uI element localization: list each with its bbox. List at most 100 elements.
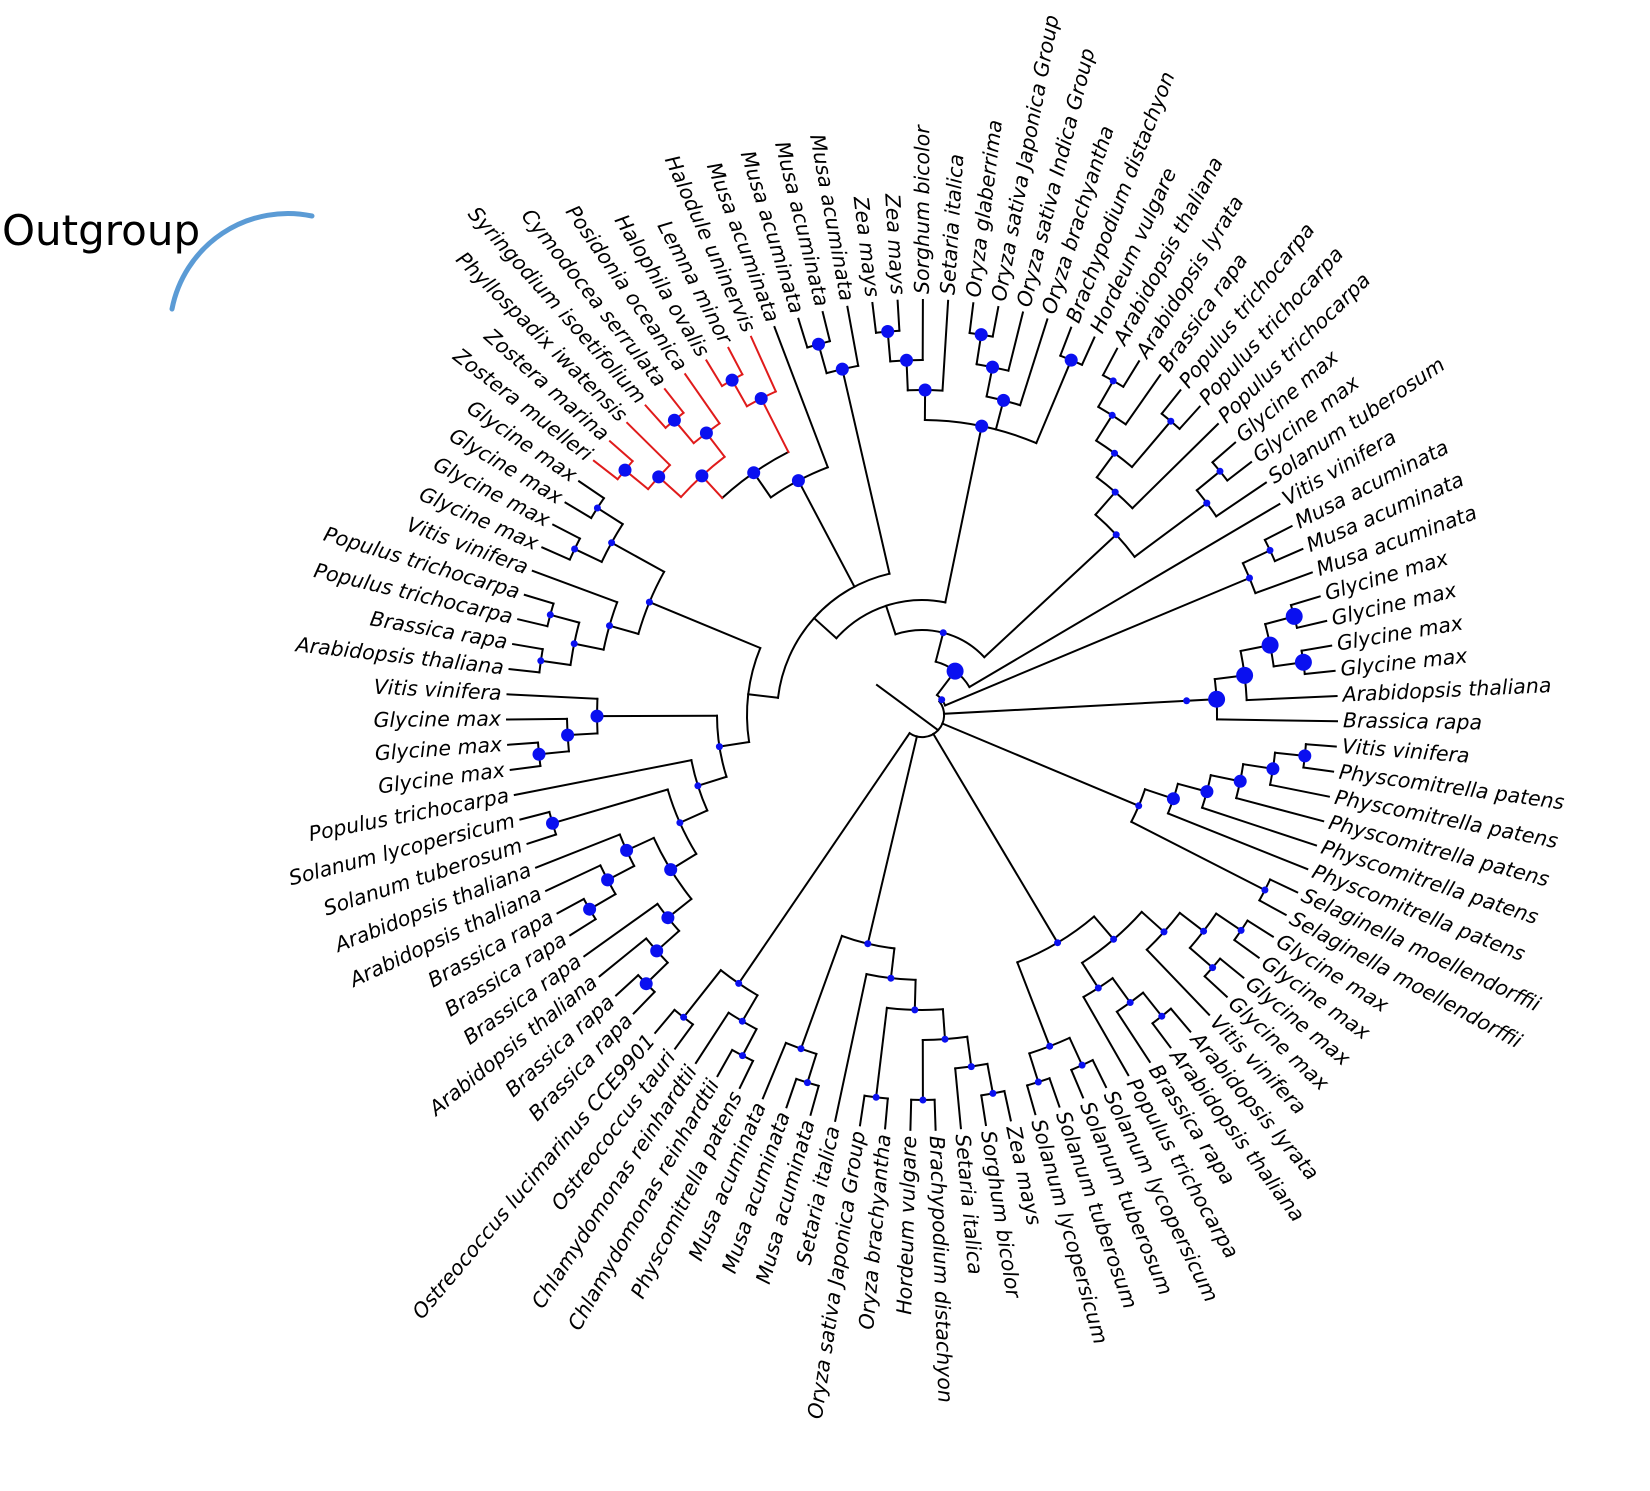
tree-branch bbox=[846, 305, 860, 367]
tree-branch bbox=[705, 359, 724, 388]
tree-branch bbox=[1124, 373, 1162, 426]
bootstrap-node bbox=[1208, 690, 1226, 708]
tree-branch bbox=[534, 833, 622, 869]
tree-branch bbox=[1082, 995, 1130, 1077]
bootstrap-node bbox=[1216, 467, 1224, 475]
tree-branch bbox=[1268, 783, 1331, 798]
leaf-label: Zea mays bbox=[880, 192, 910, 296]
tree-branch bbox=[1121, 359, 1141, 389]
tree-branch bbox=[747, 693, 780, 699]
tree-arc bbox=[908, 700, 946, 739]
tree-branch bbox=[806, 1052, 818, 1084]
bootstrap-node bbox=[1054, 939, 1062, 947]
tree-branch bbox=[1007, 311, 1025, 372]
tree-branch bbox=[551, 788, 669, 825]
leaf-label: Arabidopsis thaliana bbox=[1340, 673, 1552, 707]
root-branch bbox=[875, 683, 940, 732]
tree-branch bbox=[749, 335, 778, 393]
bootstrap-node bbox=[918, 383, 932, 397]
tree-branch bbox=[1254, 571, 1314, 595]
bootstrap-node bbox=[1233, 774, 1247, 788]
bootstrap-node bbox=[650, 944, 664, 958]
tree-branch bbox=[539, 659, 572, 667]
bootstrap-node bbox=[1109, 377, 1117, 385]
bootstrap-node bbox=[887, 974, 895, 982]
bootstrap-node bbox=[1237, 926, 1245, 934]
bootstrap-node bbox=[1183, 697, 1191, 705]
tree-branch bbox=[1300, 644, 1333, 652]
tree-branch bbox=[727, 346, 744, 376]
bootstrap-node bbox=[812, 337, 825, 351]
bootstrap-node bbox=[1236, 666, 1254, 684]
bootstrap-node bbox=[989, 1089, 997, 1097]
tree-branch bbox=[1188, 946, 1215, 970]
bootstrap-node bbox=[590, 709, 604, 723]
tree-branch bbox=[1069, 1068, 1085, 1099]
tree-branch bbox=[741, 1027, 758, 1057]
tree-branch bbox=[1178, 405, 1202, 431]
tree-branch bbox=[896, 299, 901, 332]
bootstrap-node bbox=[738, 1017, 746, 1025]
tree-branch bbox=[812, 616, 838, 640]
tree-branch bbox=[1095, 451, 1116, 479]
bootstrap-node bbox=[911, 1006, 919, 1014]
leaf-label: Brachypodium distachyon bbox=[925, 1135, 958, 1403]
bootstrap-node bbox=[546, 816, 559, 830]
tree-branch bbox=[598, 937, 648, 978]
tree-branch bbox=[1258, 899, 1288, 917]
tree-branch bbox=[797, 317, 809, 349]
tree-branch bbox=[1059, 326, 1073, 357]
tree-branch bbox=[1195, 469, 1222, 492]
tree-branch bbox=[509, 764, 542, 772]
bootstrap-node bbox=[652, 470, 666, 484]
tree-branch bbox=[1115, 1010, 1152, 1064]
tree-branch bbox=[1234, 796, 1325, 823]
tree-branch bbox=[1303, 669, 1336, 676]
tree-branch bbox=[564, 501, 593, 520]
tree-branch bbox=[1225, 460, 1253, 482]
tree-branch bbox=[678, 809, 709, 825]
tree-branch bbox=[1094, 413, 1114, 442]
tree-branch bbox=[507, 741, 540, 746]
tree-branch bbox=[663, 387, 685, 415]
bootstrap-node bbox=[676, 819, 684, 827]
bootstrap-node bbox=[864, 940, 872, 948]
bootstrap-node bbox=[1298, 749, 1312, 763]
tree-branch bbox=[1246, 919, 1275, 938]
bootstrap-node bbox=[754, 392, 768, 405]
bootstrap-node bbox=[1285, 607, 1303, 625]
tree-branch bbox=[573, 547, 604, 564]
tree-branch bbox=[1263, 524, 1293, 542]
tree-branch bbox=[933, 1098, 937, 1131]
bootstrap-node bbox=[1110, 935, 1118, 943]
tree-branch bbox=[568, 917, 597, 937]
bootstrap-node bbox=[1094, 984, 1102, 992]
tree-branch bbox=[841, 367, 891, 575]
bootstrap-node bbox=[601, 873, 615, 887]
bootstrap-node bbox=[1126, 999, 1134, 1006]
bootstrap-node bbox=[546, 611, 554, 619]
bootstrap-node bbox=[1108, 411, 1116, 419]
bootstrap-node bbox=[986, 360, 999, 374]
tree-branch bbox=[834, 972, 868, 1122]
bootstrap-node bbox=[946, 662, 964, 680]
tree-branch bbox=[942, 699, 1188, 715]
tree-branch bbox=[573, 642, 605, 651]
bootstrap-node bbox=[537, 657, 545, 665]
tree-branch bbox=[1169, 1007, 1192, 1034]
tree-branch bbox=[884, 1097, 889, 1130]
tree-branch bbox=[1304, 743, 1337, 748]
tree-branch bbox=[884, 604, 897, 636]
tree-branch bbox=[1302, 766, 1335, 773]
tree-branch bbox=[1091, 1058, 1108, 1089]
tree-branch bbox=[1141, 991, 1164, 1018]
tree-branch bbox=[1092, 915, 1116, 941]
tree-branch bbox=[934, 631, 945, 663]
tree-branch bbox=[531, 569, 619, 604]
tree-branch bbox=[516, 618, 549, 628]
tree-branch bbox=[968, 502, 1281, 689]
tree-branch bbox=[694, 1011, 730, 1065]
bootstrap-node bbox=[939, 629, 947, 637]
